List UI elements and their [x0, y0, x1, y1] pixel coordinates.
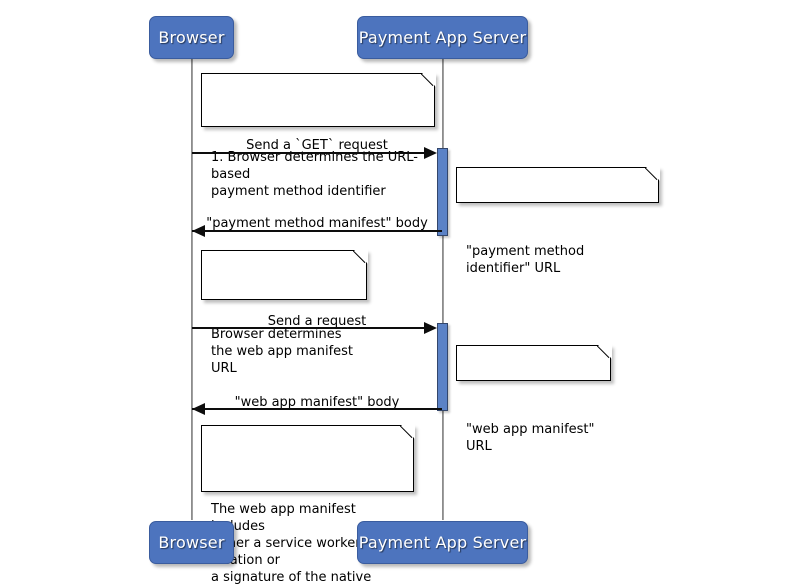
- message-arrowhead-send-a-request: [424, 322, 437, 334]
- message-label-payment-method-manifest-body: "payment method manifest" body: [192, 216, 442, 231]
- participant-browser-top[interactable]: Browser: [149, 16, 234, 59]
- note-fold-edge-icon: [400, 425, 414, 439]
- message-label-text: Send a request: [267, 314, 367, 329]
- activation-bar-server-2: [437, 323, 448, 411]
- activation-bar-server-1: [437, 148, 448, 236]
- note-text: Browser determines the web app manifest …: [211, 327, 354, 376]
- note-fold-edge-icon: [353, 250, 367, 264]
- participant-payment-app-server-top-label: Payment App Server: [358, 28, 527, 47]
- note-payment-method-identifier-url: "payment method identifier" URL: [456, 166, 660, 276]
- message-line-web-app-manifest-body: [192, 408, 442, 410]
- message-label-text: "payment method manifest" body: [206, 216, 428, 231]
- message-arrowhead-web-app-manifest-body: [192, 403, 205, 415]
- message-label-send-a-request: Send a request: [192, 314, 442, 329]
- note-web-app-manifest-url: "web app manifest" URL: [456, 344, 612, 454]
- participant-payment-app-server-bottom[interactable]: Payment App Server: [357, 521, 528, 564]
- message-line-payment-method-manifest-body: [192, 230, 442, 232]
- note-text: The web app manifest includes either a s…: [211, 502, 372, 585]
- message-line-send-a-request: [192, 327, 434, 329]
- lifeline-browser: [191, 59, 193, 520]
- participant-browser-bottom[interactable]: Browser: [149, 521, 234, 564]
- message-label-web-app-manifest-body: "web app manifest" body: [192, 395, 442, 410]
- note-text: 1. Browser determines the URL-based paym…: [211, 150, 418, 199]
- note-fold-edge-icon: [645, 167, 659, 181]
- message-arrowhead-payment-method-manifest-body: [192, 225, 205, 237]
- message-label-text: "web app manifest" body: [234, 395, 400, 410]
- note-text: "payment method identifier" URL: [466, 244, 585, 276]
- note-fold-edge-icon: [597, 345, 611, 359]
- message-arrowhead-send-get-request: [424, 147, 437, 159]
- message-line-send-get-request: [192, 152, 434, 154]
- note-text: "web app manifest" URL: [466, 422, 595, 454]
- participant-browser-bottom-label: Browser: [158, 533, 225, 552]
- note-browser-determines-identifier: 1. Browser determines the URL-based paym…: [201, 72, 436, 199]
- note-fold-edge-icon: [421, 73, 435, 87]
- note-web-app-manifest-includes: The web app manifest includes either a s…: [201, 424, 415, 585]
- participant-payment-app-server-top[interactable]: Payment App Server: [357, 16, 528, 59]
- lifeline-payment-app-server: [442, 59, 444, 520]
- message-label-send-get-request: Send a `GET` request: [192, 138, 442, 153]
- participant-browser-top-label: Browser: [158, 28, 225, 47]
- participant-payment-app-server-bottom-label: Payment App Server: [358, 533, 527, 552]
- message-label-text: Send a `GET` request: [246, 138, 388, 153]
- note-browser-determines-web-app-manifest-url: Browser determines the web app manifest …: [201, 249, 368, 376]
